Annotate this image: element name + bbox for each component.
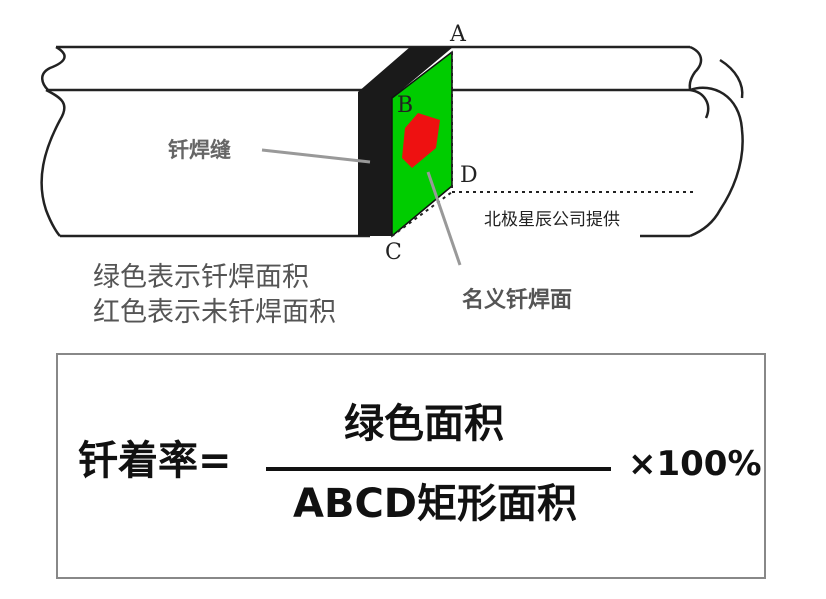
seam-label: 钎焊缝: [168, 138, 231, 162]
lower-plate: [40, 58, 744, 238]
abcd-outline: [391, 52, 695, 237]
braze-seam: [358, 47, 453, 236]
legend-green-text: 绿色表示钎焊面积: [93, 262, 309, 293]
corner-label-a: A: [450, 22, 466, 47]
formula-left-side: 钎着率=: [78, 438, 232, 484]
formula-multiplier: ×100%: [628, 444, 762, 484]
seam-leader-line: [261, 148, 371, 164]
legend-red-text: 红色表示未钎焊面积: [93, 297, 336, 328]
formula-numerator: 绿色面积: [344, 401, 504, 447]
watermark-text: 北极星辰公司提供: [484, 210, 620, 230]
corner-label-c: C: [385, 240, 402, 265]
formula-box: 钎着率= 绿色面积 ABCD矩形面积 ×100%: [56, 353, 766, 579]
face-leader-line: [426, 171, 462, 266]
unbrazed-area-red: [402, 113, 440, 168]
corner-label-b: B: [397, 93, 414, 118]
brazed-joint-diagram: [40, 45, 744, 266]
fraction-bar: [266, 467, 611, 471]
formula-denominator: ABCD矩形面积: [293, 481, 578, 527]
face-label: 名义钎焊面: [462, 288, 573, 313]
corner-label-d: D: [460, 163, 478, 188]
